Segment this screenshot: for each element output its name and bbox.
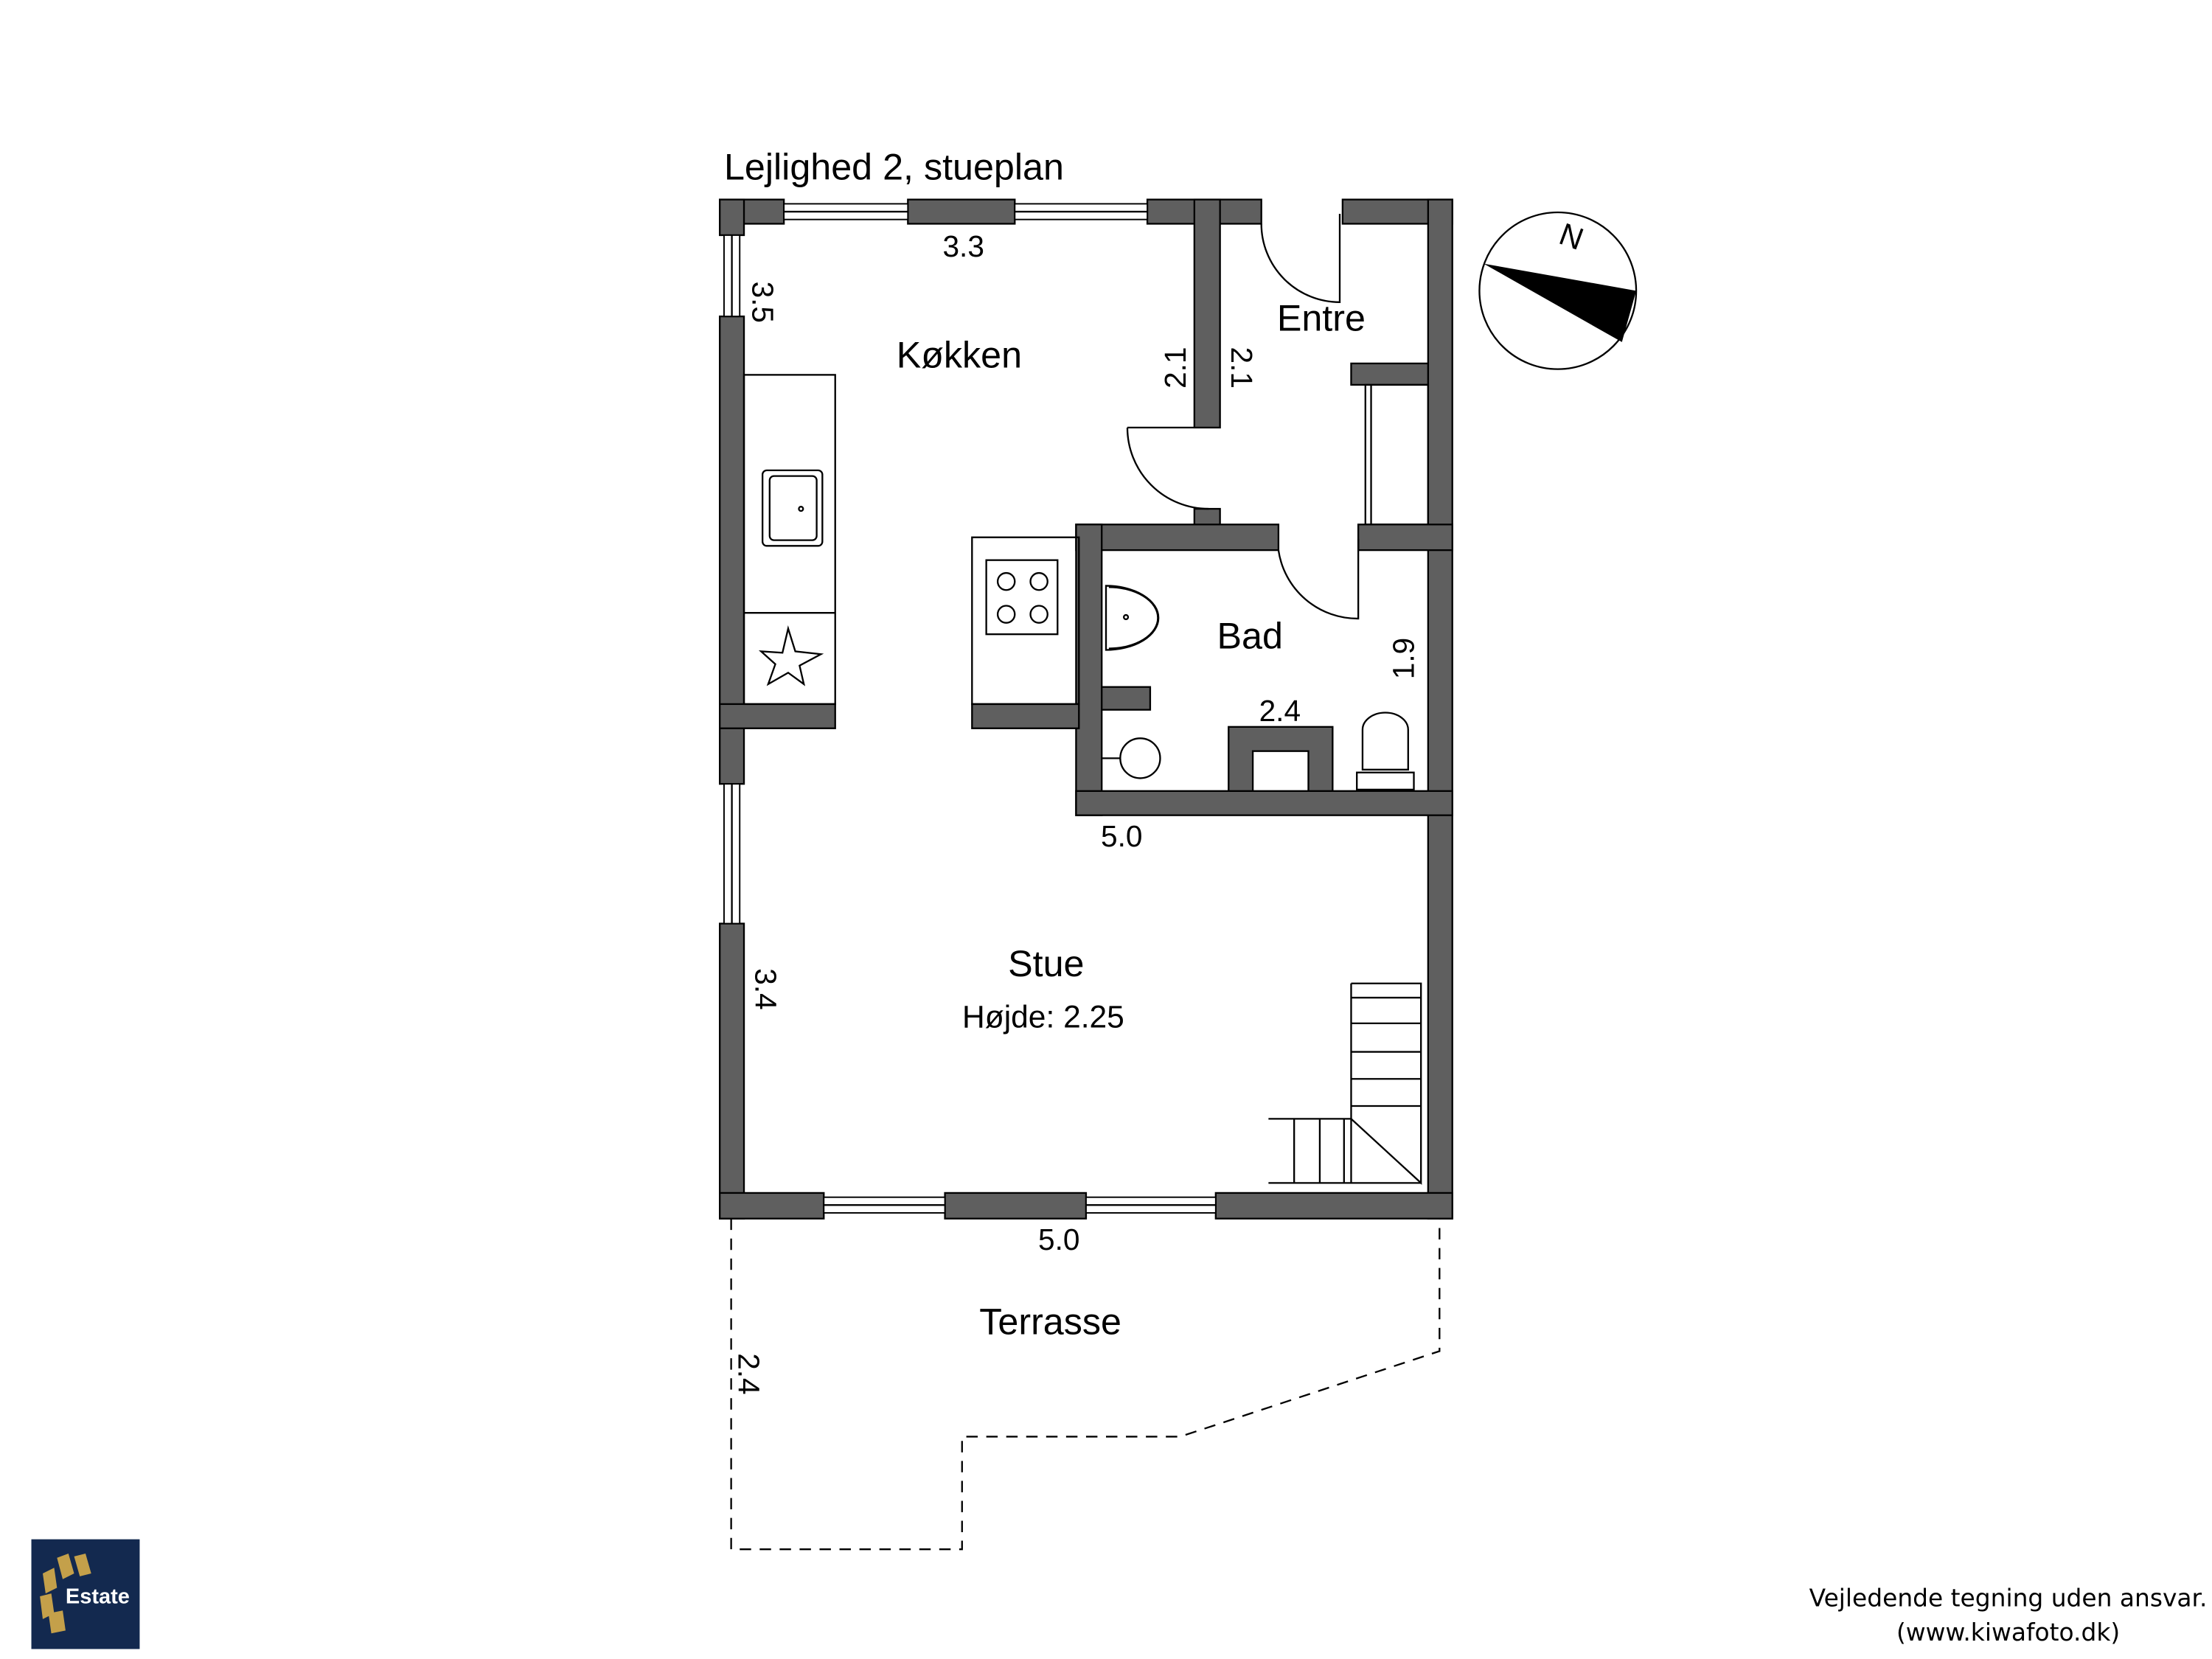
- disclaimer: Vejledende tegning uden ansvar.: [1809, 1583, 2208, 1612]
- dim-living-top: 5.0: [1101, 819, 1142, 853]
- washbasin-icon: [1105, 585, 1160, 651]
- north-arrow-icon: N: [1478, 211, 1638, 370]
- logo-text: Estate: [66, 1585, 130, 1609]
- dim-living-left: 3.4: [748, 968, 782, 1009]
- plan-title: Lejlighed 2, stueplan: [724, 147, 1064, 188]
- terrace-outline: [730, 1218, 1441, 1551]
- walls: [719, 198, 1453, 1220]
- fixtures: [742, 374, 1422, 1186]
- doors: [1126, 213, 1360, 620]
- stairs: [1268, 982, 1422, 1186]
- stove-icon: [985, 559, 1059, 636]
- room-label-entry: Entre: [1277, 297, 1366, 338]
- dim-living-bottom: 5.0: [1038, 1222, 1079, 1256]
- room-label-bath: Bad: [1217, 616, 1283, 657]
- dim-kitchen-wall: 2.1: [1158, 347, 1192, 389]
- dim-terrace-depth: 2.4: [731, 1353, 765, 1394]
- room-label-kitchen: Køkken: [897, 335, 1022, 376]
- dim-kitchen-length: 3.5: [746, 282, 780, 323]
- dim-entry-wall: 2.1: [1225, 347, 1259, 389]
- estate-logo: Estate: [31, 1539, 140, 1649]
- room-label-terrace: Terrasse: [979, 1301, 1121, 1342]
- room-label-living: Stue: [1008, 943, 1084, 984]
- kitchen-counter: [742, 374, 836, 706]
- star-icon: [758, 625, 824, 686]
- sink-icon: [761, 469, 824, 547]
- dim-bath-length: 1.9: [1387, 638, 1421, 679]
- dim-bath-width: 2.4: [1259, 694, 1301, 728]
- dim-kitchen-width: 3.3: [942, 229, 984, 263]
- stove-counter: [971, 536, 1080, 706]
- website: (www.kiwafoto.dk): [1896, 1618, 2120, 1646]
- living-height: Højde: 2.25: [962, 1001, 1124, 1035]
- windows: [723, 203, 1217, 1214]
- drain-icon: [1102, 737, 1161, 779]
- toilet-icon: [1356, 712, 1415, 791]
